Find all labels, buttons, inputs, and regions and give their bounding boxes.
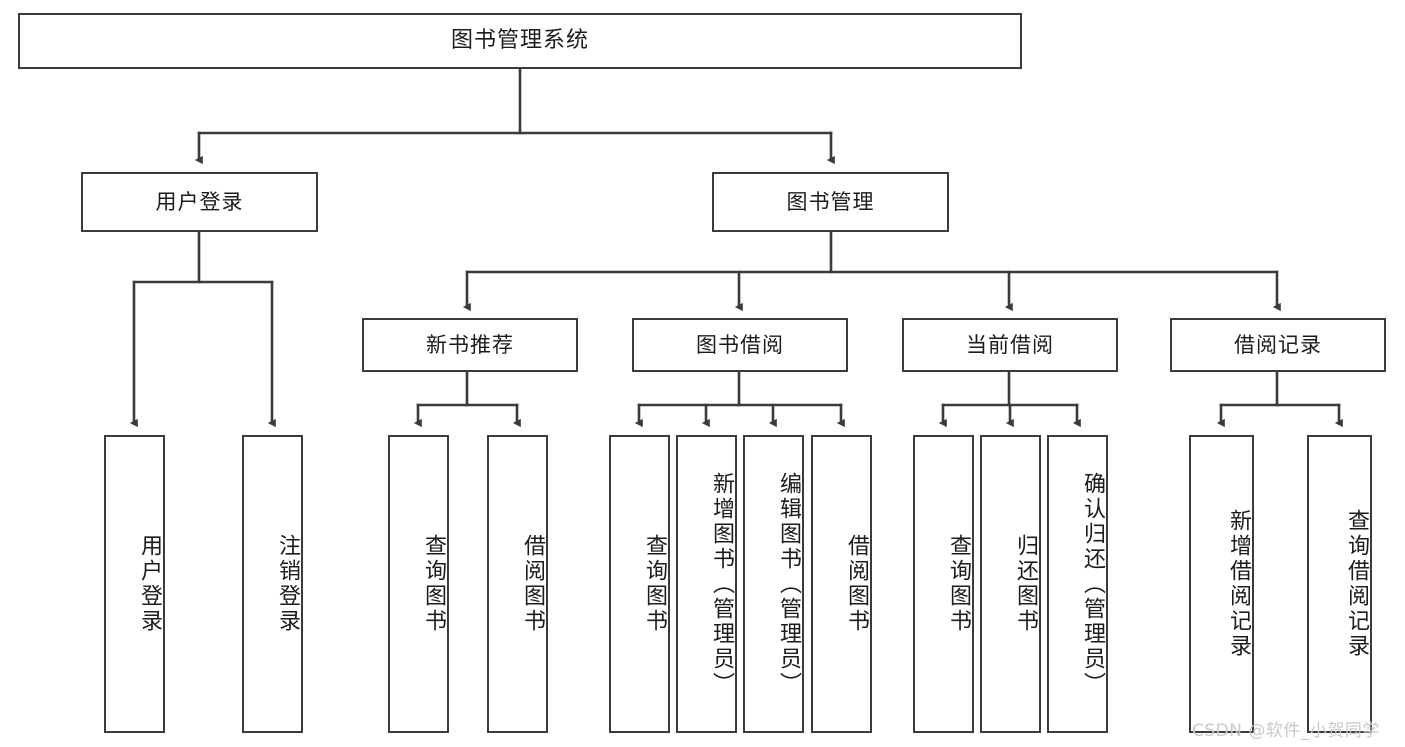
leaf-return-book-label: 归还图书 bbox=[1013, 534, 1038, 634]
leaf-confirm-return[interactable]: 确认归还（管理员） bbox=[1047, 435, 1108, 733]
leaf-confirm-return-label: 确认归还（管理员） bbox=[1080, 471, 1105, 697]
leaf-query-book-3-label: 查询图书 bbox=[946, 534, 971, 634]
node-book-management[interactable]: 图书管理 bbox=[712, 172, 949, 232]
leaf-query-book-2[interactable]: 查询图书 bbox=[609, 435, 670, 733]
leaf-logout[interactable]: 注销登录 bbox=[242, 435, 303, 733]
node-user-login-label: 用户登录 bbox=[155, 189, 244, 214]
node-book-management-label: 图书管理 bbox=[786, 189, 875, 214]
node-borrow-record[interactable]: 借阅记录 bbox=[1170, 318, 1386, 372]
node-current-borrow[interactable]: 当前借阅 bbox=[902, 318, 1118, 372]
node-new-book-recommend[interactable]: 新书推荐 bbox=[362, 318, 578, 372]
node-current-borrow-label: 当前借阅 bbox=[966, 332, 1054, 357]
leaf-logout-label: 注销登录 bbox=[275, 534, 300, 634]
node-root[interactable]: 图书管理系统 bbox=[18, 13, 1022, 69]
leaf-add-record-label: 新增借阅记录 bbox=[1226, 509, 1251, 659]
leaf-edit-book[interactable]: 编辑图书（管理员） bbox=[743, 435, 804, 733]
node-borrow-record-label: 借阅记录 bbox=[1234, 332, 1322, 357]
leaf-query-book-1-label: 查询图书 bbox=[421, 534, 446, 634]
leaf-borrow-book-1-label: 借阅图书 bbox=[520, 534, 545, 634]
node-new-book-recommend-label: 新书推荐 bbox=[426, 332, 514, 357]
leaf-edit-book-label: 编辑图书（管理员） bbox=[776, 471, 801, 697]
watermark: CSDN @软件_小贺同学 bbox=[1192, 721, 1380, 741]
leaf-query-record-label: 查询借阅记录 bbox=[1344, 509, 1369, 659]
leaf-borrow-book-1[interactable]: 借阅图书 bbox=[487, 435, 548, 733]
node-user-login[interactable]: 用户登录 bbox=[81, 172, 318, 232]
leaf-borrow-book-2-label: 借阅图书 bbox=[844, 534, 869, 634]
leaf-query-book-1[interactable]: 查询图书 bbox=[388, 435, 449, 733]
leaf-query-record[interactable]: 查询借阅记录 bbox=[1307, 435, 1372, 733]
node-book-borrow[interactable]: 图书借阅 bbox=[632, 318, 848, 372]
node-root-label: 图书管理系统 bbox=[450, 28, 589, 54]
node-book-borrow-label: 图书借阅 bbox=[696, 332, 784, 357]
leaf-add-book[interactable]: 新增图书（管理员） bbox=[676, 435, 737, 733]
leaf-user-login[interactable]: 用户登录 bbox=[104, 435, 165, 733]
leaf-return-book[interactable]: 归还图书 bbox=[980, 435, 1041, 733]
leaf-query-book-2-label: 查询图书 bbox=[642, 534, 667, 634]
leaf-add-record[interactable]: 新增借阅记录 bbox=[1189, 435, 1254, 733]
leaf-borrow-book-2[interactable]: 借阅图书 bbox=[811, 435, 872, 733]
leaf-user-login-label: 用户登录 bbox=[137, 534, 162, 634]
leaf-add-book-label: 新增图书（管理员） bbox=[709, 471, 734, 697]
leaf-query-book-3[interactable]: 查询图书 bbox=[913, 435, 974, 733]
